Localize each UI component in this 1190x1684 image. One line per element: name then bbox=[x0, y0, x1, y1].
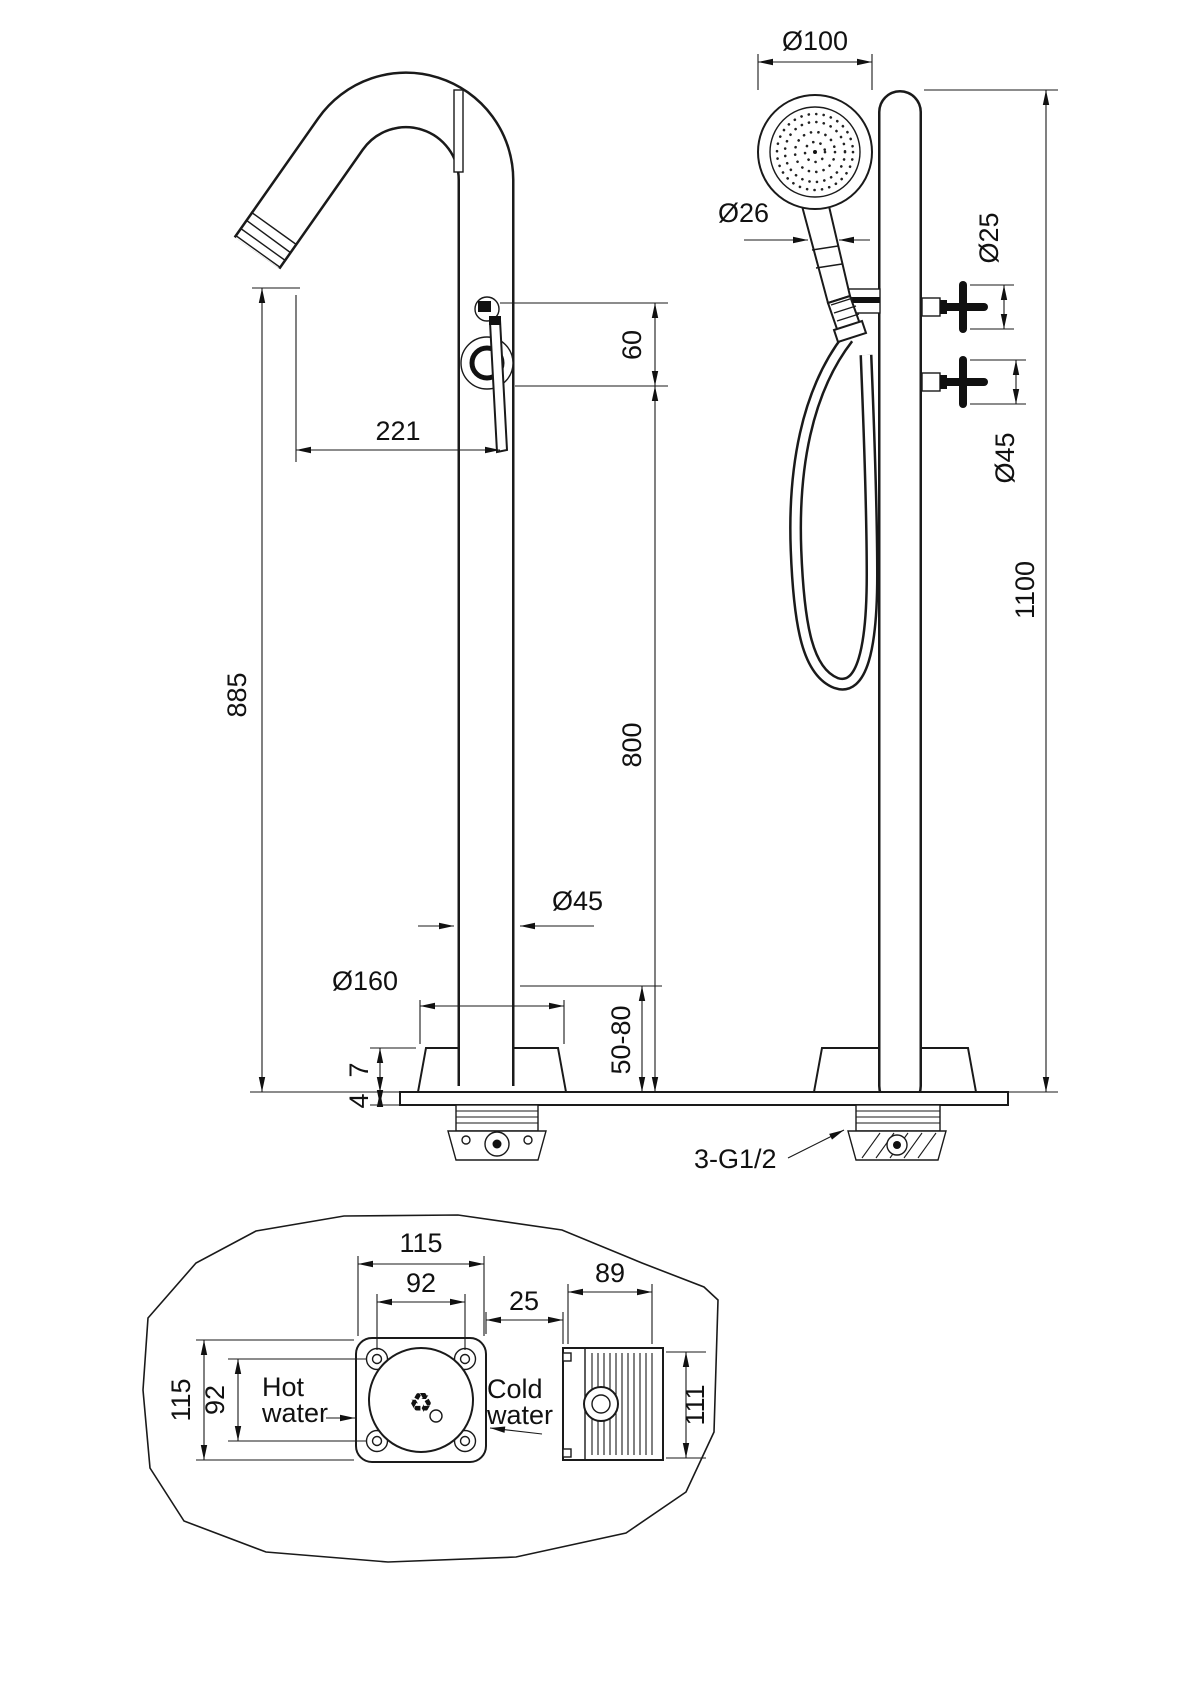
dim-4-label: 4 bbox=[344, 1093, 374, 1108]
inlet-port-center bbox=[893, 1141, 901, 1149]
dim-25-label: 25 bbox=[509, 1286, 539, 1316]
box-notch bbox=[562, 1448, 572, 1458]
plan-dimensions: 115 92 115 92 Hot water Cold water 25 bbox=[166, 1228, 710, 1461]
cold-water-arrow bbox=[489, 1426, 543, 1435]
inlet-hatch bbox=[903, 1132, 923, 1159]
spray-ring bbox=[793, 130, 837, 174]
hot-water-label-line2: water bbox=[261, 1398, 328, 1428]
cartridge-rod bbox=[453, 89, 464, 173]
handset-holder-band bbox=[846, 297, 880, 303]
side-view bbox=[757, 90, 988, 1108]
inlet-ribbed-body bbox=[455, 1104, 539, 1132]
inlet-ribbed-body bbox=[855, 1104, 941, 1132]
dim-1100-label: 1100 bbox=[1010, 561, 1040, 619]
spray-ring bbox=[783, 120, 847, 184]
front-view bbox=[233, 71, 568, 1093]
hot-water-label-line1: Hot bbox=[262, 1372, 305, 1402]
handset-cone-rib bbox=[830, 297, 854, 306]
front-view-dimensions: 885 221 60 800 Ø45 Ø160 50-80 7 4 bbox=[222, 287, 668, 1109]
dim-dia45-label: Ø45 bbox=[552, 886, 603, 916]
dim-dia26-label: Ø26 bbox=[718, 198, 769, 228]
side-view-dimensions: Ø100 Ø26 Ø25 Ø45 1100 3-G1/2 bbox=[694, 26, 1058, 1174]
inlet-hatch bbox=[861, 1132, 881, 1159]
shower-hose-fill bbox=[791, 335, 877, 689]
spray-ring bbox=[775, 112, 855, 192]
dim-7-label: 7 bbox=[344, 1062, 374, 1077]
cold-water-label-line2: water bbox=[486, 1400, 553, 1430]
dim-115-side-label: 115 bbox=[166, 1378, 196, 1421]
inlet-bolt bbox=[523, 1135, 533, 1145]
spout-hatch-line bbox=[245, 219, 292, 254]
spray-ring bbox=[803, 140, 827, 164]
flange-bolt-center bbox=[459, 1353, 471, 1365]
handset-cone-rib bbox=[836, 313, 860, 322]
cross-handle-lower bbox=[921, 356, 988, 408]
mounting-flange-plan: ♻ bbox=[355, 1337, 487, 1463]
cold-water-label-line1: Cold bbox=[487, 1374, 543, 1404]
inlet-box-side bbox=[847, 1104, 947, 1161]
mixer-handle-body bbox=[460, 336, 514, 390]
dim-89-label: 89 bbox=[595, 1258, 625, 1288]
thread-leader bbox=[787, 1129, 845, 1159]
flange-bolt-center bbox=[459, 1435, 471, 1447]
dim-50-80-label: 50-80 bbox=[606, 1005, 636, 1074]
inlet-hatch bbox=[917, 1132, 937, 1159]
handset-cone-rib bbox=[833, 305, 857, 314]
handset-handle-rib bbox=[815, 263, 843, 269]
dim-dia100-label: Ø100 bbox=[782, 26, 848, 56]
inlet-port-center bbox=[492, 1139, 502, 1149]
dim-dia25-label: Ø25 bbox=[974, 212, 1004, 263]
dim-221-label: 221 bbox=[375, 416, 420, 446]
spout-hatch-line bbox=[250, 211, 298, 246]
plan-view: ♻ 115 bbox=[142, 1214, 719, 1563]
inlet-bolt bbox=[461, 1135, 471, 1145]
box-notch bbox=[562, 1352, 572, 1362]
flange-center-port bbox=[368, 1347, 474, 1453]
flange-bolt-center bbox=[371, 1353, 383, 1365]
recycle-icon: ♻ bbox=[409, 1388, 433, 1418]
dim-60-label: 60 bbox=[617, 330, 647, 360]
box-port-inner bbox=[591, 1394, 611, 1414]
spout-pipe-fill bbox=[235, 73, 512, 1086]
floor-line bbox=[399, 1091, 1009, 1106]
valve-stem bbox=[921, 297, 941, 317]
dim-800-label: 800 bbox=[617, 722, 647, 767]
hose-nut bbox=[832, 319, 868, 344]
mounting-box-side bbox=[562, 1347, 664, 1461]
dim-dia45-side-label: Ø45 bbox=[990, 432, 1020, 483]
dim-115-top-label: 115 bbox=[399, 1228, 442, 1258]
handset-handle bbox=[800, 200, 852, 305]
spray-center-dot bbox=[813, 150, 817, 154]
diverter-knob-detail bbox=[478, 301, 491, 312]
dim-92-side-label: 92 bbox=[200, 1385, 230, 1415]
dim-92-top-label: 92 bbox=[406, 1268, 436, 1298]
mixer-lever-detail bbox=[489, 316, 501, 325]
handset-handle-rib bbox=[811, 245, 839, 251]
cross-handle-upper bbox=[921, 281, 988, 333]
thread-label: 3-G1/2 bbox=[694, 1144, 777, 1174]
valve-stem bbox=[921, 372, 941, 392]
spout-hatch-line bbox=[234, 234, 282, 269]
dim-111-label: 111 bbox=[680, 1384, 710, 1425]
inlet-box-front bbox=[447, 1104, 547, 1161]
spout-hatch-line bbox=[239, 227, 287, 262]
dim-885-label: 885 bbox=[222, 672, 252, 717]
flange-small-port bbox=[429, 1409, 443, 1423]
dim-dia160-label: Ø160 bbox=[332, 966, 398, 996]
mounting-area-outline bbox=[142, 1214, 719, 1563]
flange-bolt-center bbox=[371, 1435, 383, 1447]
